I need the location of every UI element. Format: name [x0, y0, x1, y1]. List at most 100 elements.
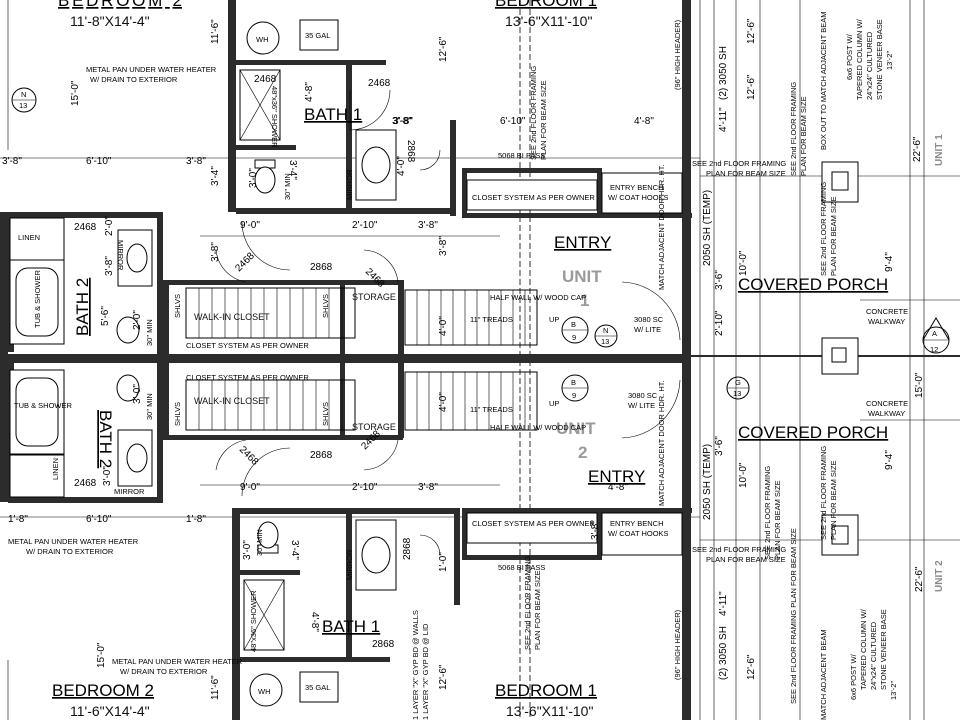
- dim-d78: 11'-6": [210, 675, 221, 700]
- note-closet-sys-3: CLOSET SYSTEM AS PER OWNER: [186, 373, 309, 382]
- note-min-4: 30" MIN: [255, 529, 264, 556]
- note-post-top-2: TAPERED COLUMN W/: [855, 18, 864, 100]
- note-framing-6b: PLAN FOR BEAM SIZE: [829, 460, 838, 540]
- note-heater-top: METAL PAN UNDER WATER HEATER: [86, 65, 217, 74]
- note-shower-top: 48"x36" SHOWER: [270, 86, 279, 148]
- note-framing-2b: PLAN FOR BEAM SIZE: [799, 96, 808, 176]
- dim-d40: 10'-0": [738, 250, 749, 276]
- dim-d61: 2868: [372, 639, 395, 650]
- tag-a12-2: 12: [930, 345, 938, 354]
- room-entry-bottom: ENTRY: [588, 467, 645, 486]
- note-wh-top: WH: [256, 35, 269, 44]
- note-gyp-1: 1 LAYER "X" GYP BD @ WALLS: [411, 610, 420, 720]
- dim-d41: 3'-6": [714, 270, 725, 290]
- dim-d18: 11'-6": [210, 19, 221, 44]
- note-bench-bottom-2: W/ COAT HOOKS: [608, 529, 669, 538]
- room-porch-bottom: COVERED PORCH: [738, 423, 888, 442]
- note-post-bottom-5: 13'-2": [889, 681, 898, 700]
- unit-top-label: UNIT: [562, 267, 602, 286]
- dim-d16: 4'-0": [438, 316, 449, 336]
- room-walkin-top: WALK-IN CLOSET: [194, 312, 270, 322]
- note-door-hdr-bottom: MATCH ADJACENT DOOR HDR. HT.: [657, 380, 666, 506]
- room-bedroom1-top-dim: 13'-6"X11'-10": [505, 13, 592, 29]
- dim-d13: 2468: [363, 266, 387, 290]
- dim-d49: 2868: [310, 450, 333, 461]
- note-walkway-bottom-2: WALKWAY: [868, 409, 905, 418]
- note-closet-sys-1: CLOSET SYSTEM AS PER OWNER: [472, 193, 595, 202]
- dim-d80: 2468: [368, 78, 391, 89]
- room-bedroom1-bottom-dim: 13'-6"X11'-10": [506, 703, 593, 719]
- dimension-labels: 3'-8" 6'-10" 3'-8" 3'-4" 3'-4" 9'-0" 2'-…: [2, 18, 925, 700]
- note-framing-8b: PLAN FOR BEAM SIZE: [539, 80, 548, 160]
- notes: METAL PAN UNDER WATER HEATER W/ DRAIN TO…: [8, 12, 908, 720]
- note-lite-bottom-2: W/ LITE: [628, 401, 655, 410]
- tag-n13-mid: N: [603, 326, 608, 335]
- dim-d3: 3'-8": [186, 156, 206, 167]
- note-walkway-bottom: CONCRETE: [866, 399, 908, 408]
- tags: N 13 B 9 N 13 B 9 G 13 A 12: [19, 90, 938, 400]
- room-entry-top: ENTRY: [554, 233, 611, 252]
- room-walkin-bottom: WALK-IN CLOSET: [194, 396, 270, 406]
- note-framing-3: SEE 2nd FLOOR FRAMING: [819, 182, 828, 276]
- dim-d33: 4'-11": [718, 107, 729, 132]
- note-up-bottom: UP: [549, 399, 559, 408]
- tag-g13-2: 13: [733, 389, 741, 398]
- note-rail-bottom: HALF WALL W/ WOOD CAP: [490, 423, 586, 432]
- stairs-bottom: [185, 371, 538, 431]
- note-up-top: UP: [549, 315, 559, 324]
- dim-d17: 3'-8": [438, 236, 449, 256]
- room-bedroom2-top-dim: 11'-8"X14'-4": [70, 13, 150, 29]
- note-tub-top: TUB & SHOWER: [33, 269, 42, 328]
- dim-d67: 12'-6": [746, 654, 757, 680]
- room-porch-top: COVERED PORCH: [738, 275, 888, 294]
- note-framing-7: SEE 2nd FLOOR FRAMING: [763, 466, 772, 560]
- dim-d53: 3'-8": [418, 482, 438, 493]
- note-shower-bottom: 48"x36" SHOWER: [249, 590, 258, 652]
- dim-d10: 3'-8": [393, 116, 413, 127]
- note-post-bottom: 6x6 POST W/: [849, 653, 858, 700]
- dim-d42: 2'-10": [714, 310, 725, 336]
- dim-d32: (2) 3050 SH: [718, 46, 729, 100]
- dim-d35: 22'-6": [912, 136, 923, 162]
- dim-d19: 15'-0": [70, 80, 81, 106]
- note-tub-bottom: TUB & SHOWER: [14, 401, 73, 410]
- note-shlvs-1: SHLVS: [173, 294, 182, 318]
- dim-d74: 3'-0": [102, 466, 113, 486]
- dim-d25: 2'-0": [132, 310, 143, 330]
- note-box-out: BOX OUT TO MATCH ADJACENT BEAM: [819, 12, 828, 151]
- tag-markers: [11, 87, 950, 402]
- note-framing-7b: PLAN FOR BEAM SIZE: [773, 480, 782, 560]
- note-walkway-top-2: WALKWAY: [868, 317, 905, 326]
- note-treads-top: 11" TREADS: [470, 315, 513, 324]
- note-post-bottom-4: STONE VENEER BASE: [879, 609, 888, 690]
- dim-d57: 1'-8": [186, 514, 206, 525]
- tag-n13-mid-2: 13: [601, 337, 609, 346]
- stair-outline: [404, 371, 538, 431]
- note-linen-bottom: LINEN: [51, 458, 60, 480]
- note-shlvs-2: SHLVS: [321, 294, 330, 318]
- dim-d45: 2868: [402, 537, 413, 560]
- dim-d56: 1'-8": [8, 514, 28, 525]
- dim-d22: 3'-8": [104, 256, 115, 276]
- note-framing-4b: PLAN FOR BEAM SIZE: [706, 555, 786, 564]
- note-closet-sys-2: CLOSET SYSTEM AS PER OWNER: [186, 341, 309, 350]
- tag-a12: A: [932, 329, 937, 338]
- unit-bottom-label: UNIT: [556, 419, 596, 438]
- dim-d75: 3'-0": [242, 540, 253, 560]
- note-framing-2: SEE 2nd FLOOR FRAMING: [789, 82, 798, 176]
- dim-d37: 15'-0": [914, 372, 925, 398]
- dim-d21: 4'-8": [304, 82, 315, 102]
- dim-d62: 1'-0": [438, 552, 449, 572]
- dim-d66: 4'-11": [718, 591, 729, 616]
- dim-d71: 10'-0": [738, 462, 749, 488]
- note-mirror-3: MIRROR: [114, 487, 145, 496]
- dim-d23: 2'-0": [104, 216, 115, 236]
- unit-side-bottom: UNIT 2: [934, 560, 945, 592]
- room-bedroom2-bottom: BEDROOM 2: [52, 681, 154, 700]
- note-min-2: 30" MIN: [145, 319, 154, 346]
- tag-b9-bottom-2: 9: [572, 391, 576, 400]
- dim-d64: 12'-6": [438, 664, 449, 690]
- note-mirror-2: MIRROR: [116, 240, 125, 271]
- unit-labels: UNIT 1 UNIT 2 UNIT 1 UNIT 2: [556, 134, 945, 592]
